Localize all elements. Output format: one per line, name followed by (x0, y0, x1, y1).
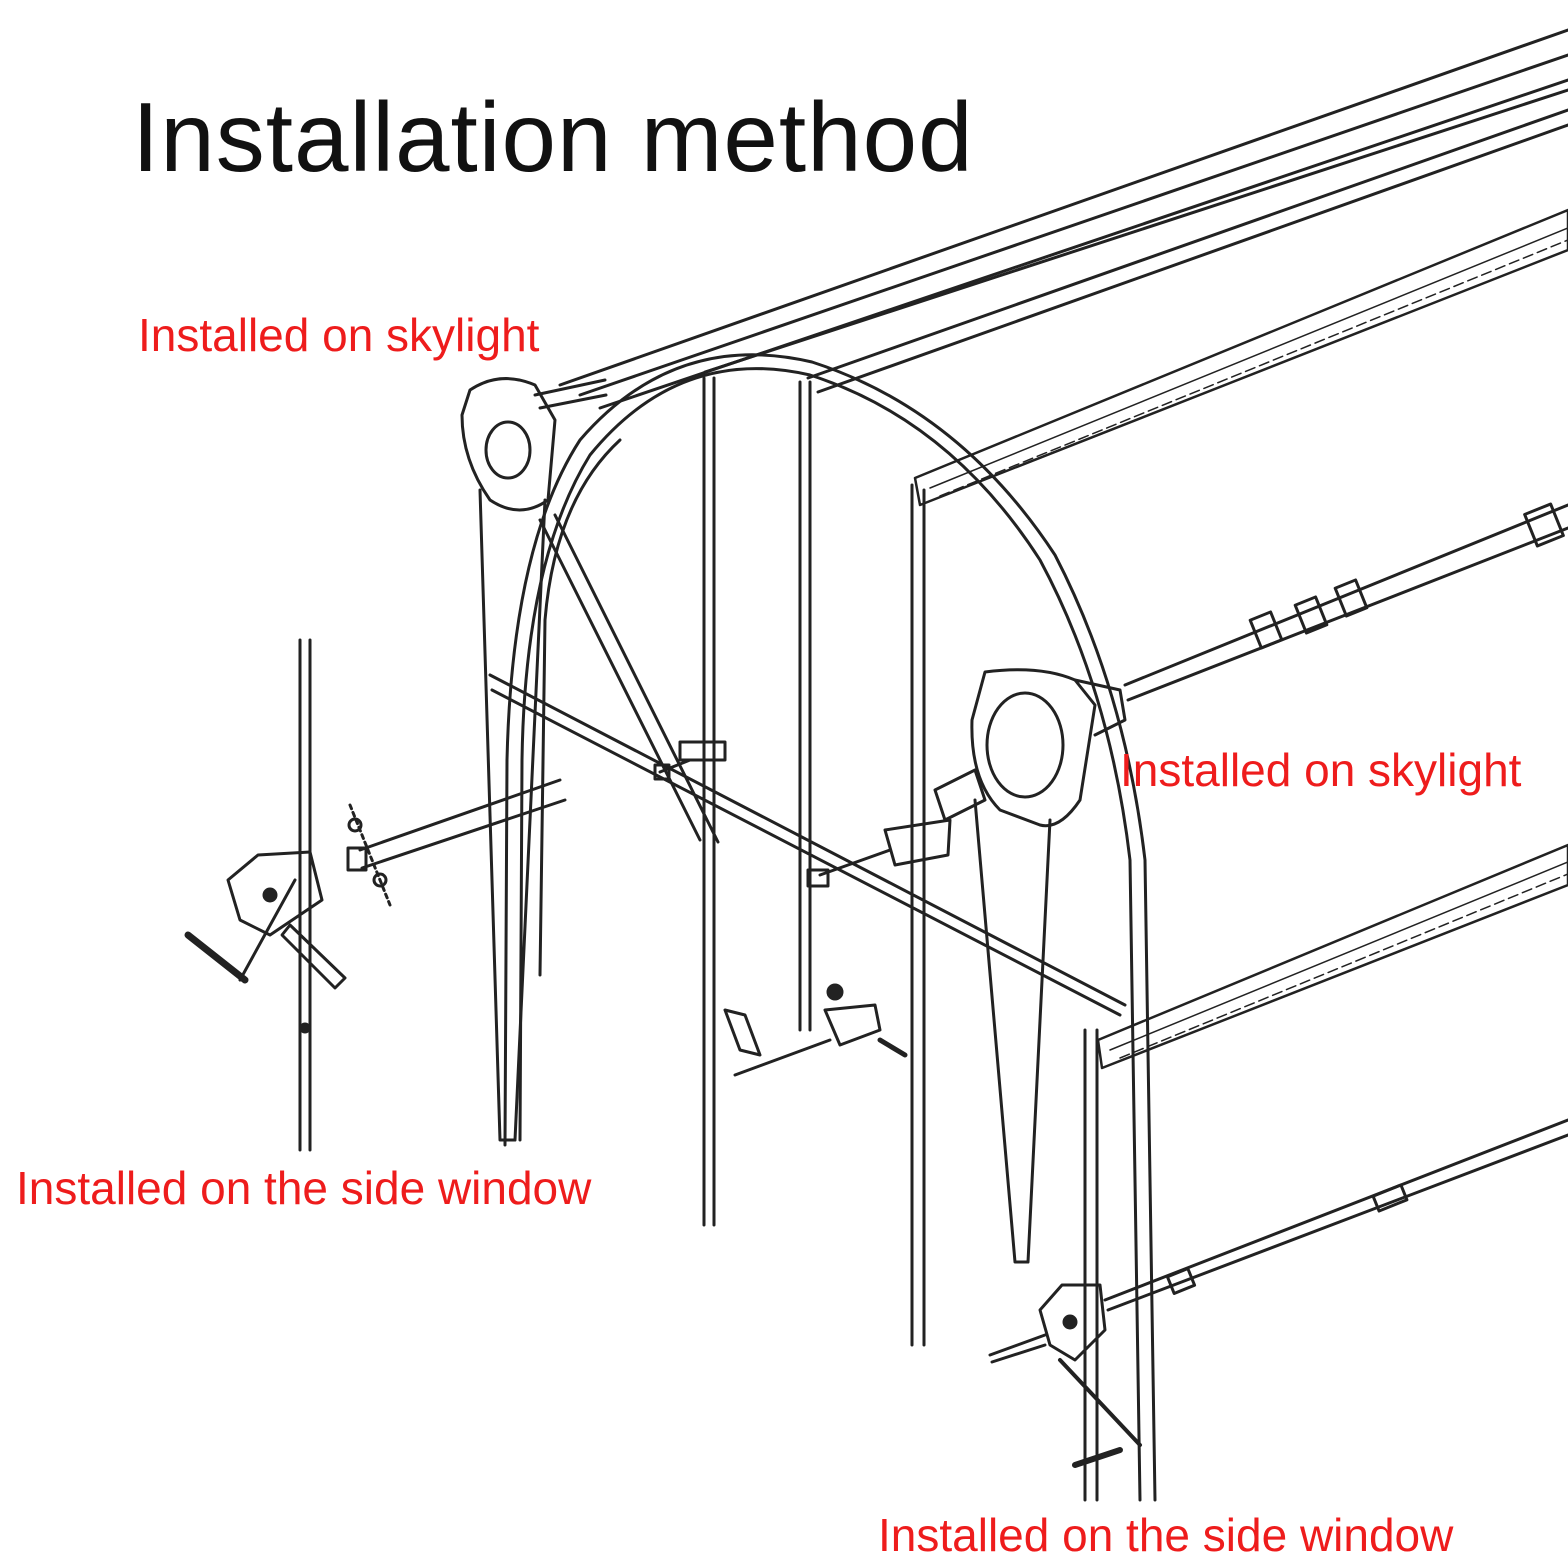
label-installed-on-skylight-right: Installed on skylight (1120, 744, 1522, 796)
loose-hardware (723, 983, 908, 1077)
label-installed-on-side-window-right: Installed on the side window (878, 1509, 1454, 1561)
arch-hoops (503, 353, 1157, 1502)
skylight-winch-right (806, 502, 1568, 1264)
side-window-crank-left (184, 778, 567, 1034)
label-installed-on-skylight-left: Installed on skylight (138, 309, 540, 361)
middle-post-clamp (653, 740, 727, 781)
lower-lock-channel (1096, 843, 1568, 1070)
label-installed-on-side-window-left: Installed on the side window (16, 1162, 592, 1214)
vertical-posts (298, 376, 1099, 1502)
skylight-winch-left (460, 377, 608, 1142)
diagram-title: Installation method (132, 82, 974, 192)
ridge-rails (558, 28, 1568, 410)
side-window-crank-right (988, 1118, 1568, 1468)
cross-braces (488, 513, 1127, 1017)
upper-lock-channel (913, 208, 1568, 507)
